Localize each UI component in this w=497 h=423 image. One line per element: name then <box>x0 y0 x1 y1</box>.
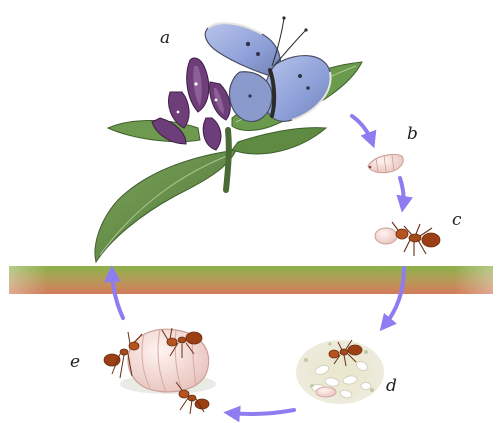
stage-label-a: a <box>160 30 170 47</box>
arrow-b-to-c <box>400 178 404 206</box>
arrow-a-to-b <box>352 116 372 142</box>
arrow-d-to-e <box>230 410 294 414</box>
stage-label-c: c <box>452 212 462 229</box>
stage-label-d: d <box>386 378 397 395</box>
ant-carrying-larva-icon <box>375 222 440 256</box>
caterpillar-icon <box>368 154 403 172</box>
ants-feeding-larva-icon <box>104 328 216 414</box>
ground-band <box>9 266 493 294</box>
stage-label-b: b <box>407 126 418 143</box>
ant-nest-brood-icon <box>296 340 384 404</box>
stage-label-e: e <box>70 354 80 371</box>
